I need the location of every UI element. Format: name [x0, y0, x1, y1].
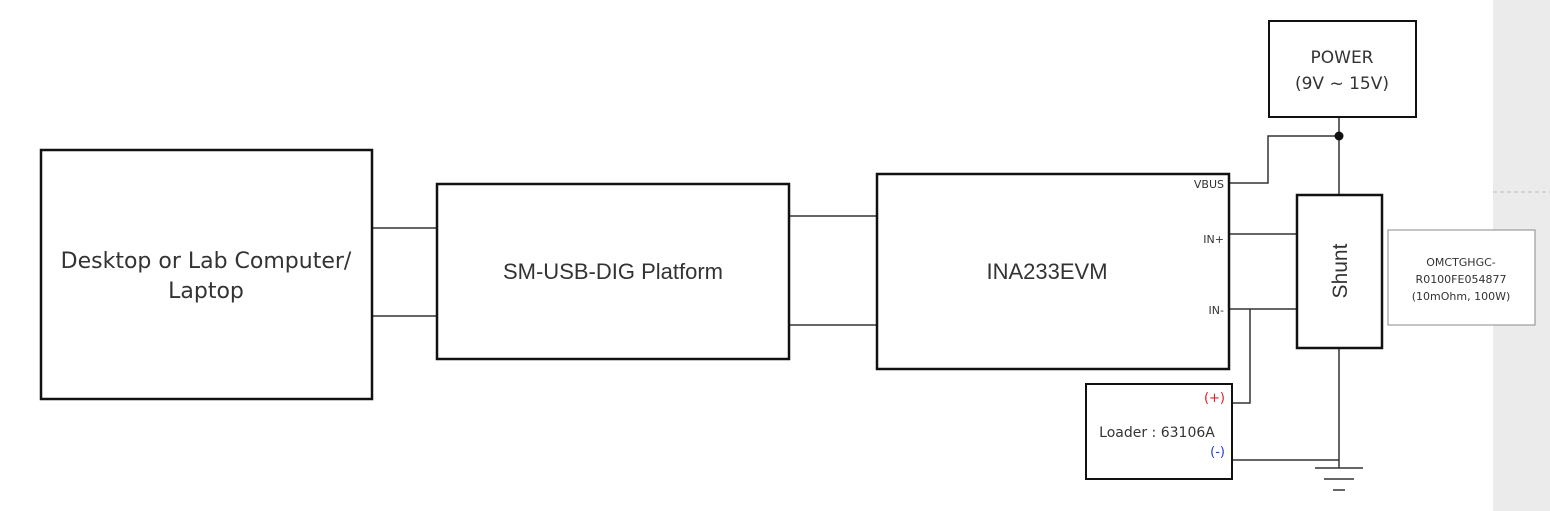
- wire-loader-plus: [1232, 309, 1251, 404]
- loader-label: Loader : 63106A: [1099, 425, 1215, 441]
- evm-pin-in-minus: IN-: [1209, 304, 1224, 317]
- power-label-line1: POWER: [1311, 48, 1374, 68]
- platform-block: [435, 182, 791, 361]
- evm-pin-vbus: VBUS: [1194, 178, 1224, 191]
- wire-vbus: [1229, 135, 1339, 184]
- shunt-block: [1295, 193, 1384, 350]
- shunt-label: Shunt: [1329, 243, 1352, 298]
- loader-block: [1085, 383, 1233, 480]
- wires: [372, 117, 1340, 461]
- junction-dot: [1334, 131, 1344, 141]
- loader-plus-terminal: (+): [1204, 391, 1225, 406]
- computer-block: [39, 148, 374, 401]
- shunt-note-line3: (10mOhm, 100W): [1412, 290, 1511, 303]
- power-block: [1268, 20, 1417, 118]
- shunt-note-line1: OMCTGHGC-: [1426, 256, 1496, 269]
- ground-icon: [1315, 460, 1363, 491]
- platform-label: SM-USB-DIG Platform: [503, 259, 723, 284]
- power-label-line2: (9V ~ 15V): [1295, 74, 1389, 94]
- computer-label-line2: Laptop: [168, 279, 244, 304]
- shunt-note-box: [1387, 229, 1536, 326]
- evm-label: INA233EVM: [986, 259, 1107, 284]
- evm-block: [875, 172, 1231, 371]
- loader-minus-terminal: (-): [1210, 445, 1225, 460]
- computer-label-line1: Desktop or Lab Computer/: [61, 249, 352, 274]
- shunt-note-line2: R0100FE054877: [1416, 273, 1507, 286]
- evm-pin-in-plus: IN+: [1203, 233, 1224, 246]
